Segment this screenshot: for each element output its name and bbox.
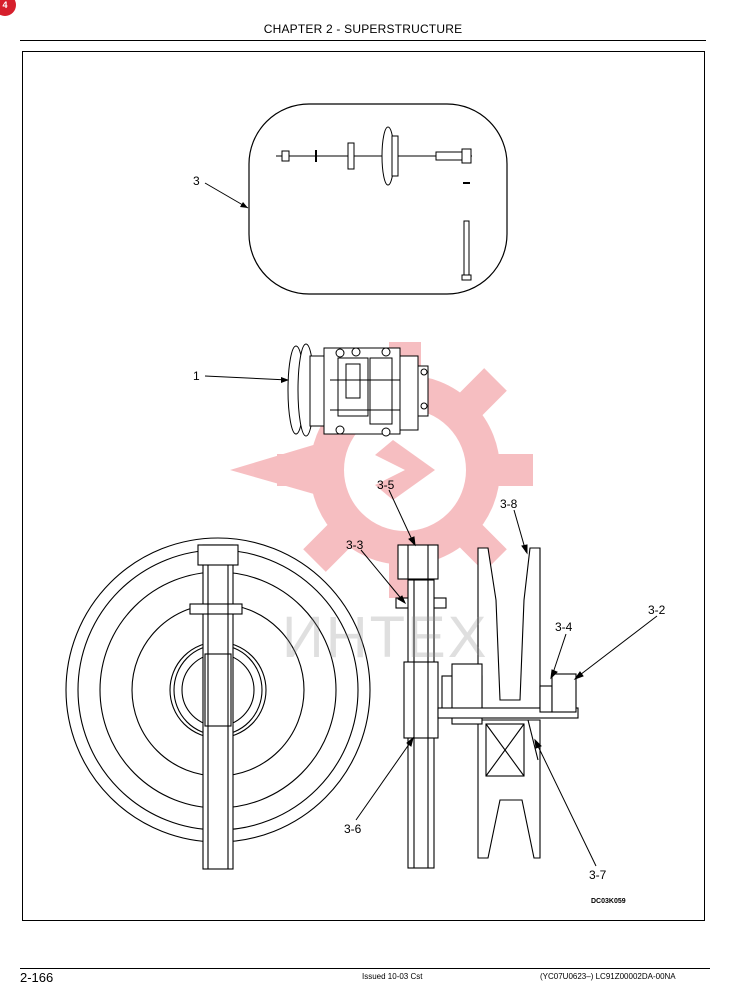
issued-date: Issued 10-03 Cst [362,972,423,981]
leader-1 [204,375,289,381]
pulley-front-view [65,537,371,870]
watermark-text: ИНТЕХ [282,605,489,670]
chapter-header: CHAPTER 2 - SUPERSTRUCTURE [20,22,706,41]
document-reference: (YC07U0623–) LC91Z00002DA-00NA [540,972,676,981]
callout-3-2: 3-2 [648,603,666,617]
puller-side-view [395,544,447,869]
callout-3-7: 3-7 [589,868,607,882]
compressor-illustration [287,343,429,437]
callout-1: 1 [193,369,200,383]
callout-leaders [355,489,658,867]
page-corner-badge: 4 [0,0,16,16]
callout-3-8: 3-8 [500,497,518,511]
footer-rule [20,968,710,969]
detail-bubble [248,103,508,295]
callout-3-4: 3-4 [555,620,573,634]
page-number: 2-166 [20,970,54,985]
leader-3 [204,182,249,209]
callout-3-6: 3-6 [344,822,362,836]
drawing-code: DC03K059 [591,898,626,905]
pulley-side-view [437,547,579,859]
callout-3-5: 3-5 [377,478,395,492]
callout-3: 3 [193,174,200,188]
illustration-frame [22,51,705,921]
chapter-title: CHAPTER 2 - SUPERSTRUCTURE [263,22,463,36]
exploded-parts [276,126,472,281]
callout-3-3: 3-3 [346,538,364,552]
